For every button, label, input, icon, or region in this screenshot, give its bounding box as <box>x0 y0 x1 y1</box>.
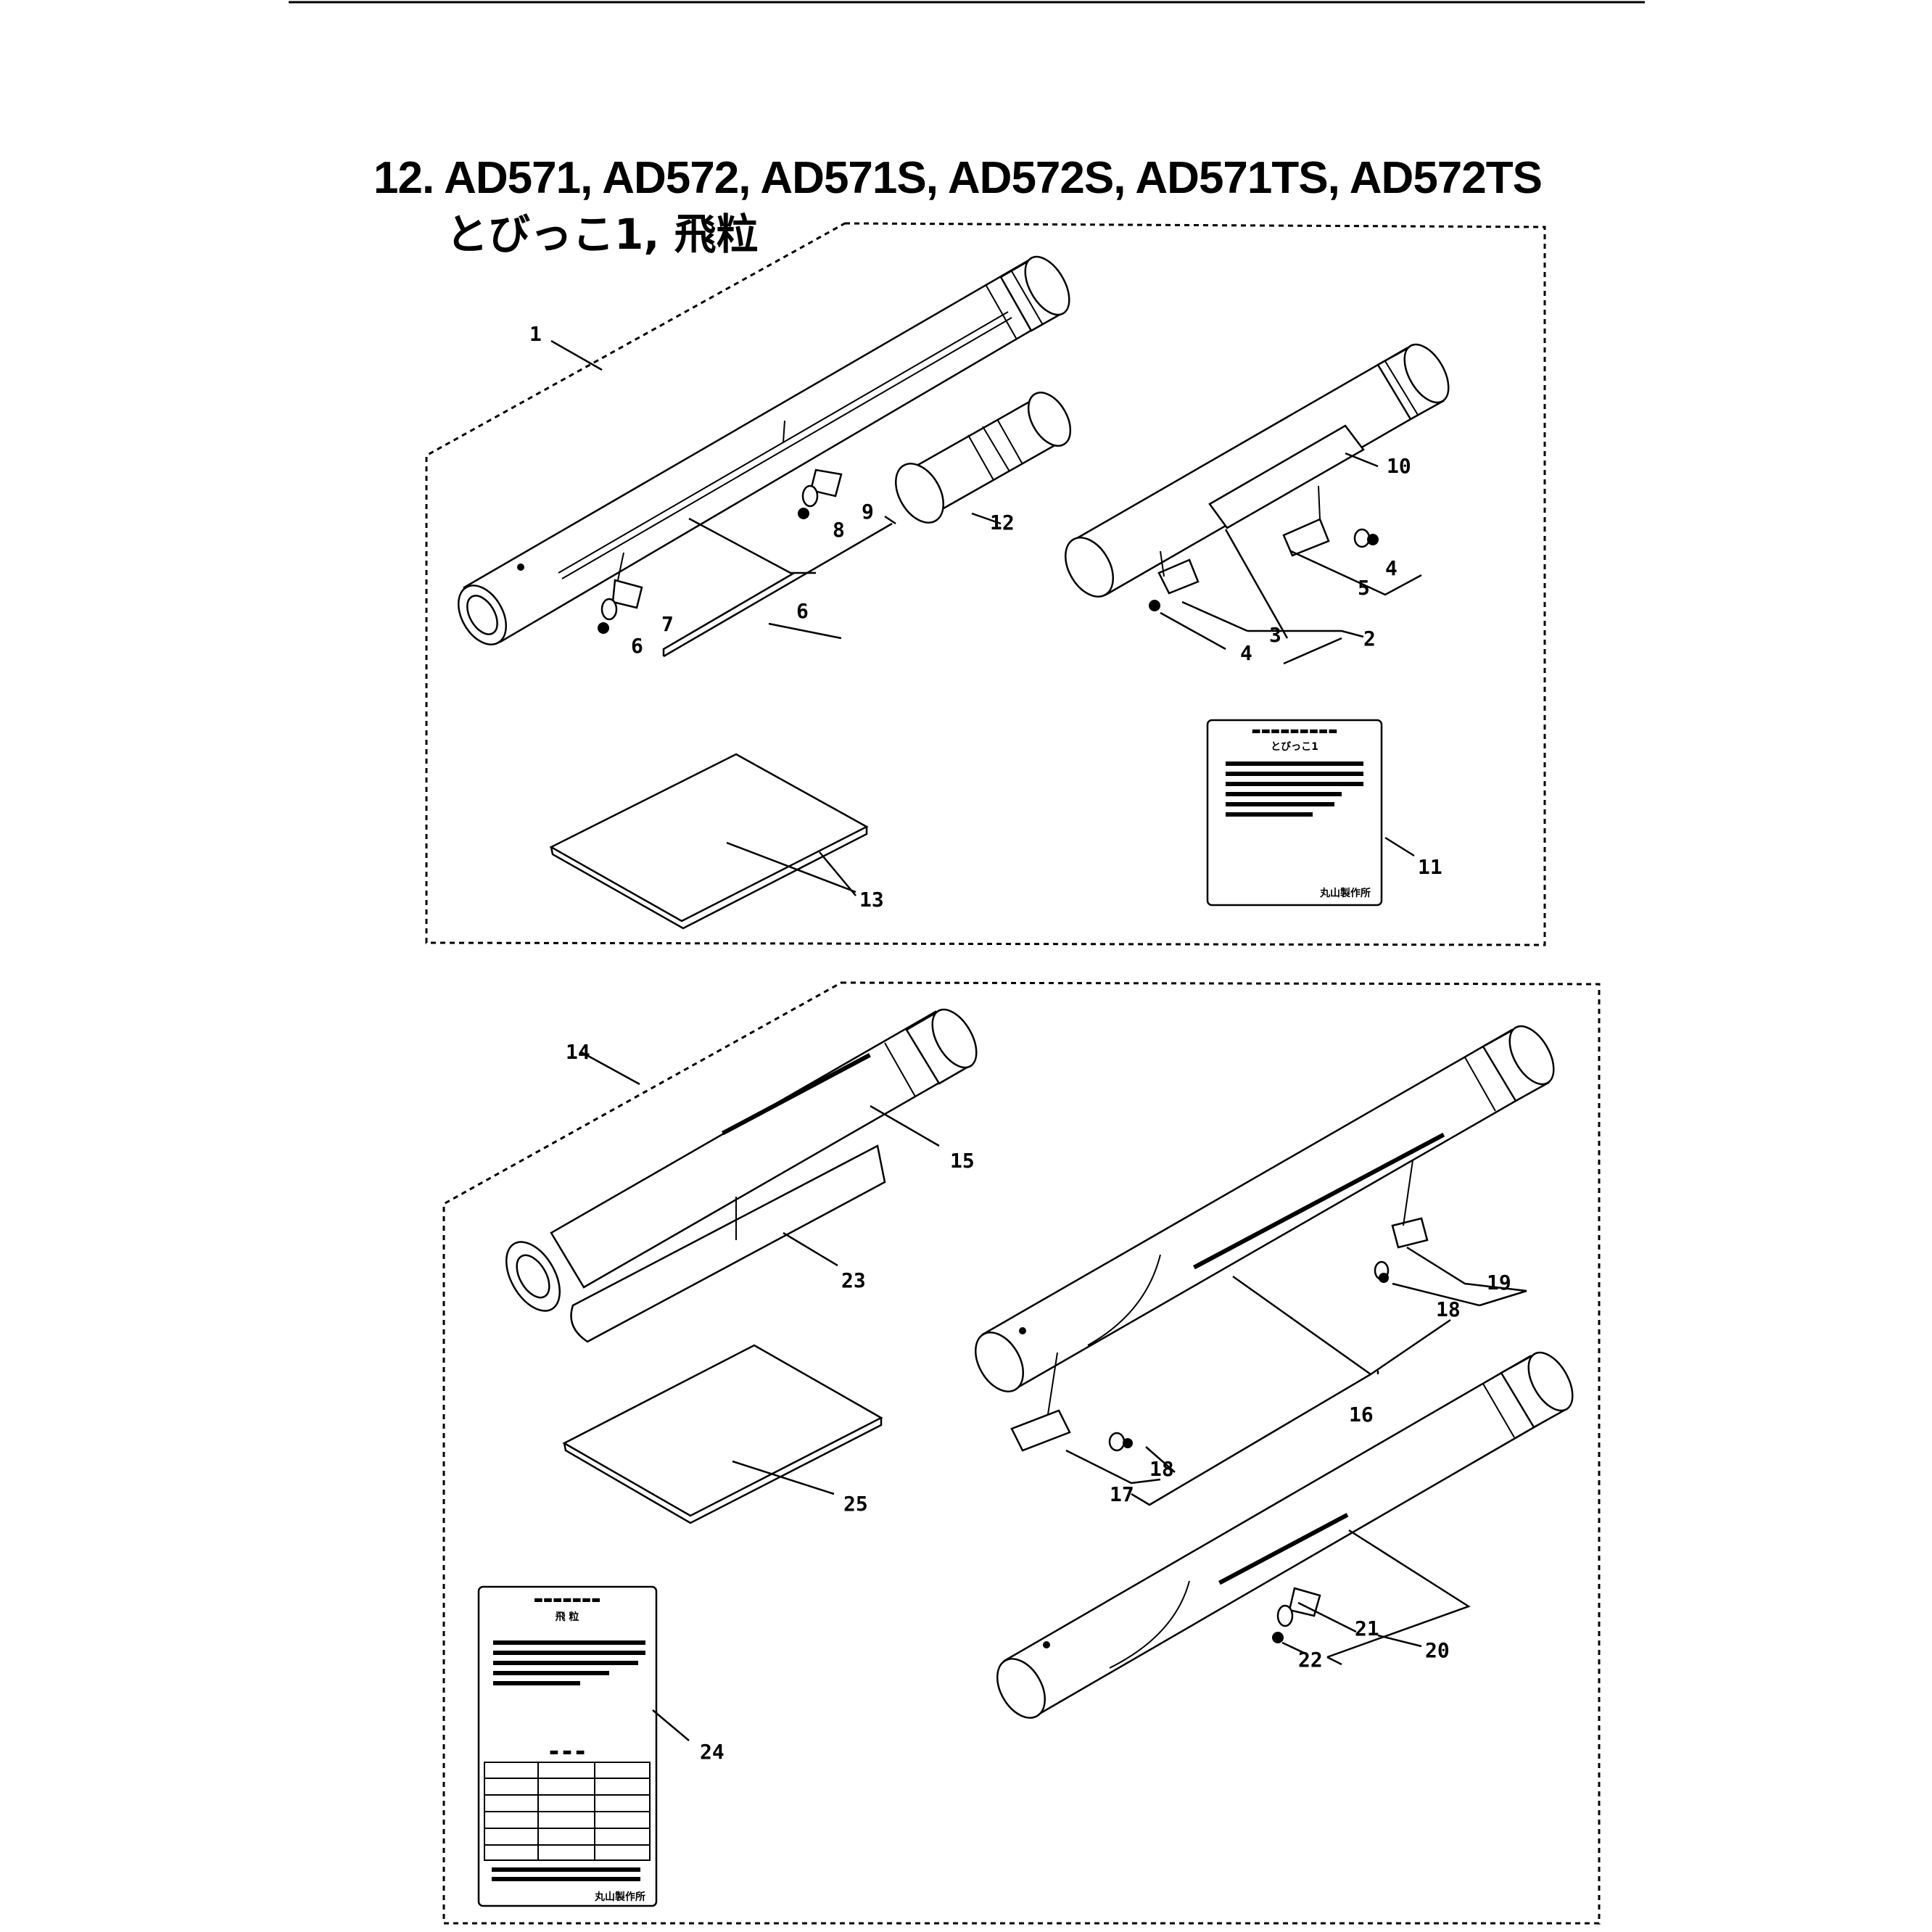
diagram-subtitle: とびっこ1, 飛粒 <box>446 210 759 259</box>
label-part-24: ▬▬▬▬▬▬▬ 飛 粒 ▬ ▬ ▬ 丸山製作所 <box>477 1585 658 1907</box>
leader-lines-lower <box>579 1050 1527 1741</box>
callout-6b: 6 <box>631 634 643 658</box>
group-box-lower <box>442 981 1601 1925</box>
callout-18a: 18 <box>1436 1297 1461 1321</box>
callout-25: 25 <box>843 1492 868 1516</box>
label-24-footer: 丸山製作所 <box>594 1891 645 1903</box>
bracket-part-17 <box>1010 1352 1133 1452</box>
callout-19: 19 <box>1487 1271 1511 1295</box>
group-box-upper <box>425 222 1546 946</box>
manual-part-13 <box>549 753 869 930</box>
nozzle-part-12 <box>895 392 1072 524</box>
knob-part-9 <box>798 468 843 519</box>
callout-9: 9 <box>862 500 874 524</box>
callout-1: 1 <box>529 322 542 346</box>
tube-part-1 <box>458 255 1070 645</box>
callout-labels: 1 2 3 4 4 5 6 6 7 8 8 9 10 11 12 13 14 1… <box>529 322 1511 1764</box>
callout-17: 17 <box>1110 1482 1134 1506</box>
callout-5: 5 <box>1358 576 1370 600</box>
callout-8: 8 <box>833 518 845 542</box>
callout-14: 14 <box>566 1040 590 1064</box>
callout-15: 15 <box>950 1149 975 1173</box>
callout-12: 12 <box>990 511 1015 534</box>
bracket-part-5 <box>1282 485 1379 557</box>
tube-part-16 <box>975 1025 1555 1392</box>
svg-text:▬ ▬ ▬: ▬ ▬ ▬ <box>549 1746 585 1758</box>
callout-3: 3 <box>1269 623 1281 647</box>
callout-24: 24 <box>700 1740 724 1764</box>
callout-10: 10 <box>1387 454 1411 478</box>
callout-16: 16 <box>1349 1403 1374 1427</box>
callout-4b: 4 <box>1240 641 1252 665</box>
label-11-header: とびっこ1 <box>1271 741 1318 753</box>
tube-part-14 <box>505 1008 978 1312</box>
bracket-part-3 <box>1149 550 1200 611</box>
callout-13: 13 <box>859 888 884 912</box>
tube-part-20 <box>996 1351 1574 1719</box>
tube-part-2 <box>1065 343 1450 598</box>
knob-part-19 <box>1374 1160 1429 1283</box>
callout-6a: 6 <box>796 599 809 623</box>
label-part-11: ▬▬▬▬▬▬▬▬▬ とびっこ1 丸山製作所 <box>1206 719 1383 907</box>
knob-part-7 <box>598 552 643 634</box>
callout-20: 20 <box>1425 1638 1450 1662</box>
callout-21: 21 <box>1355 1617 1379 1640</box>
svg-text:▬▬▬▬▬▬▬: ▬▬▬▬▬▬▬ <box>534 1594 601 1606</box>
callout-22: 22 <box>1298 1648 1323 1672</box>
callout-18b: 18 <box>1149 1457 1174 1481</box>
callout-7: 7 <box>661 612 674 636</box>
callout-23: 23 <box>841 1268 866 1292</box>
label-24-header: 飛 粒 <box>555 1611 579 1623</box>
leader-lines-upper <box>550 339 1422 896</box>
manual-part-25 <box>562 1344 883 1524</box>
cover-part-23 <box>570 1144 886 1343</box>
knob-part-21 <box>1272 1587 1321 1643</box>
svg-text:▬▬▬▬▬▬▬▬▬: ▬▬▬▬▬▬▬▬▬ <box>1251 725 1337 737</box>
callout-4a: 4 <box>1385 556 1398 580</box>
label-11-footer: 丸山製作所 <box>1319 887 1371 899</box>
callout-11: 11 <box>1418 855 1442 879</box>
diagram-title: 12. AD571, AD572, AD571S, AD572S, AD571T… <box>373 153 1543 203</box>
callout-2: 2 <box>1363 627 1376 651</box>
